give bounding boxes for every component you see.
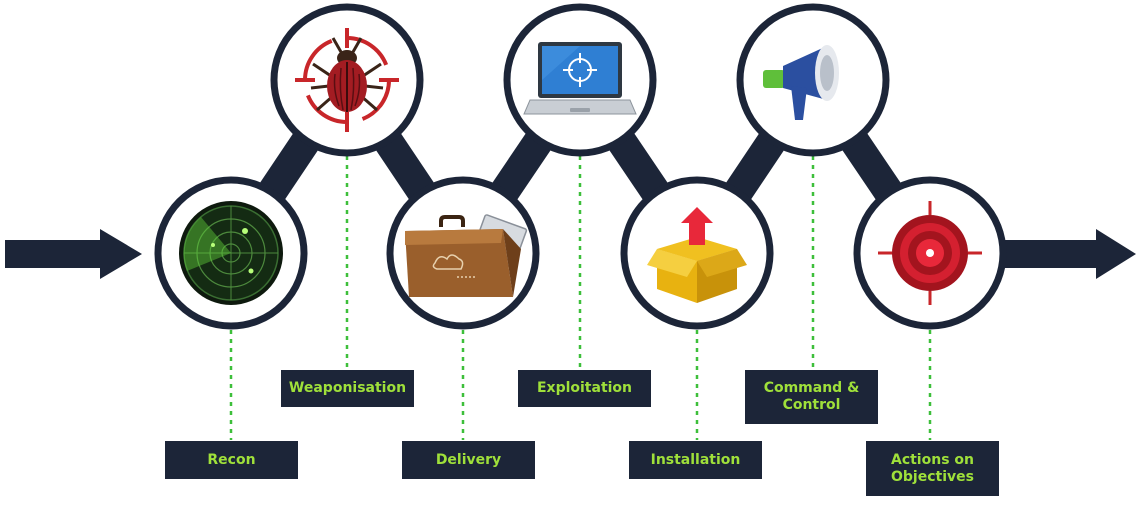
briefcase-icon	[405, 214, 528, 297]
stage-label-delivery: Delivery	[402, 441, 535, 479]
box-icon	[647, 207, 747, 303]
stage-label-exploitation: Exploitation	[518, 370, 651, 407]
radar-icon	[179, 201, 283, 305]
laptop-icon	[523, 42, 637, 115]
stage-label-installation: Installation	[629, 441, 762, 479]
stage-label-weaponisation: Weaponisation	[281, 370, 414, 407]
target-icon	[878, 201, 982, 305]
bug-icon	[295, 28, 399, 132]
entry-arrow	[5, 229, 142, 279]
megaphone-icon	[763, 45, 839, 120]
stage-label-command-control: Command & Control	[745, 370, 878, 424]
leader-lines	[229, 156, 932, 440]
stage-label-actions-on-objectives: Actions on Objectives	[866, 441, 999, 496]
stage-label-recon: Recon	[165, 441, 298, 479]
exit-arrow	[990, 229, 1136, 279]
